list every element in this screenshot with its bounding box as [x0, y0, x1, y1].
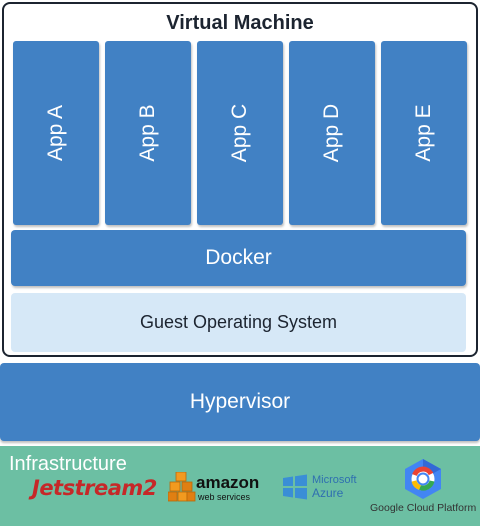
aws-cubes-icon	[167, 471, 196, 502]
app-a-box: App A	[13, 41, 99, 225]
app-c-box: App C	[197, 41, 283, 225]
infrastructure-panel: Infrastructure	[0, 446, 480, 526]
azure-brand-top: Microsoft	[312, 474, 357, 486]
azure-logo: Microsoft Azure	[282, 474, 372, 504]
aws-logo: amazon web services	[167, 471, 260, 508]
app-b-label: App B	[136, 104, 159, 162]
app-d-label: App D	[320, 103, 343, 163]
gcp-logo: Google Cloud Platform	[368, 458, 478, 520]
app-e-label: App E	[412, 104, 435, 162]
app-c-label: App C	[228, 103, 251, 163]
infrastructure-title: Infrastructure	[9, 453, 127, 475]
app-b-box: App B	[105, 41, 191, 225]
gcp-hexagon-icon	[405, 459, 441, 499]
aws-name: amazon	[196, 473, 260, 492]
docker-layer: Docker	[11, 230, 466, 286]
hypervisor-layer: Hypervisor	[0, 363, 480, 441]
virtual-machine-box: Virtual Machine App A App B App C App D …	[2, 2, 478, 357]
aws-subtitle: web services	[198, 492, 251, 502]
windows-icon	[283, 474, 307, 500]
guest-os-layer: Guest Operating System	[11, 293, 466, 352]
app-a-label: App A	[44, 104, 67, 162]
app-d-box: App D	[289, 41, 375, 225]
azure-name: Azure	[312, 486, 344, 500]
jetstream-logo: Jetstream2	[32, 476, 157, 500]
app-e-box: App E	[381, 41, 467, 225]
gcp-name: Google Cloud Platform	[370, 502, 477, 514]
vm-title: Virtual Machine	[166, 12, 314, 34]
